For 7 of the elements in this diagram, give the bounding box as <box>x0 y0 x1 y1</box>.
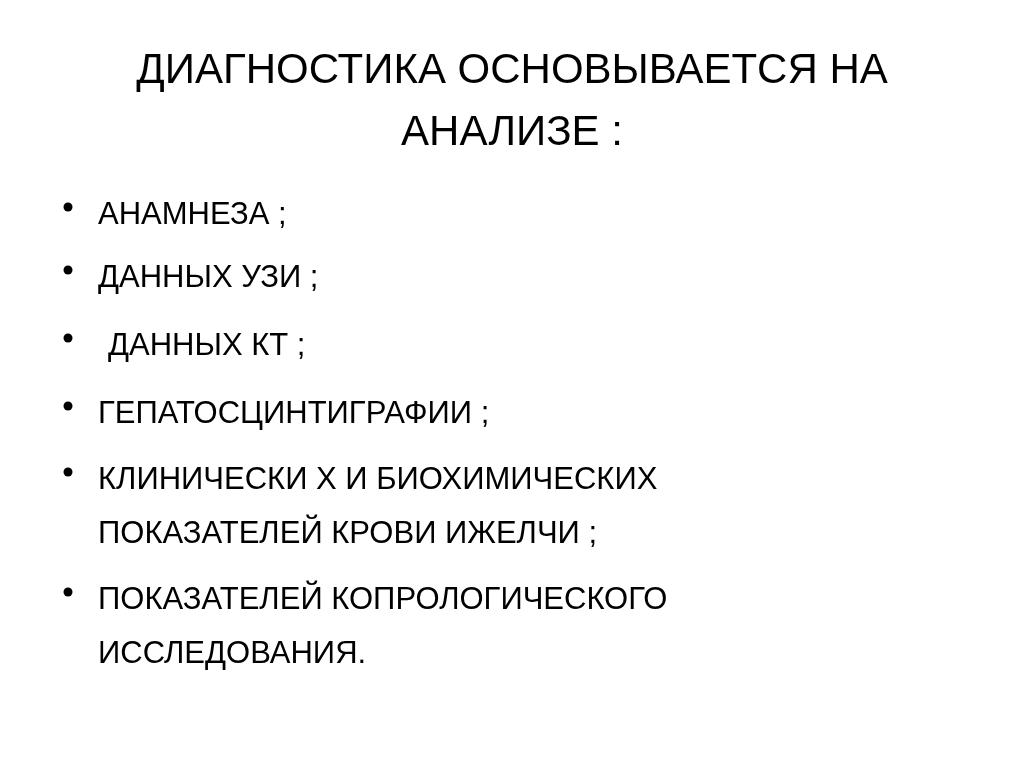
bullet-text: ГЕПАТОСЦИНТИГРАФИИ ; <box>98 394 491 432</box>
bullet-text: ДАННЫХ КТ ; <box>108 326 307 364</box>
bullet-text: КЛИНИЧЕСКИ Х И БИОХИМИЧЕСКИХ ПОКАЗАТЕЛЕЙ КРОВИ ИЖЕЛЧИ ; <box>98 460 659 552</box>
slide-title: ДИАГНОСТИКА ОСНОВЫВАЕТСЯ НА АНАЛИЗЕ : <box>135 44 889 156</box>
bullet-text: ДАННЫХ УЗИ ; <box>98 258 320 296</box>
bullet-text: ПОКАЗАТЕЛЕЙ КОПРОЛОГИЧЕСКОГО ИССЛЕДОВАНИЯ. <box>98 579 669 672</box>
bullet-text: АНАМНЕЗА ; <box>98 195 288 233</box>
